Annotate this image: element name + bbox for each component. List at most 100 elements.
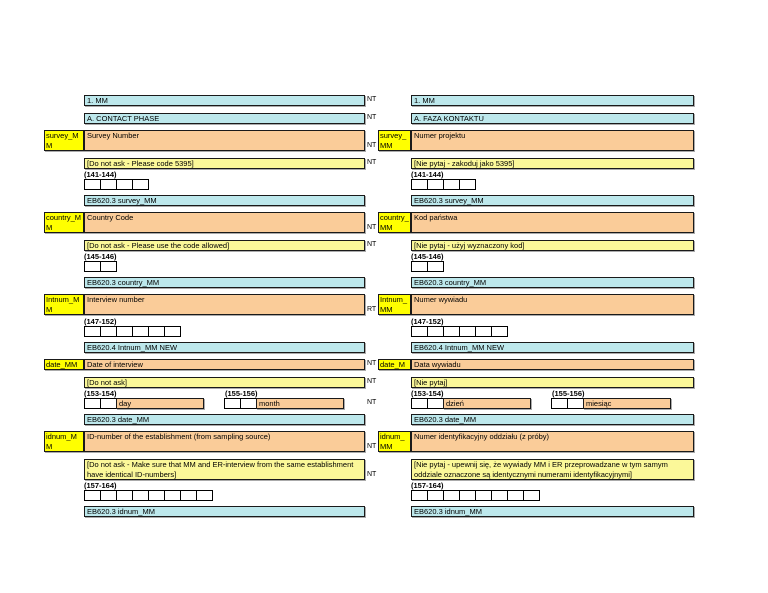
digit-box[interactable] [116,490,133,501]
digit-box[interactable] [411,261,428,272]
digit-box[interactable] [459,490,476,501]
digit-box[interactable] [491,490,508,501]
month-digit-boxes [224,398,257,409]
digit-box[interactable] [100,179,117,190]
month-columns-label: (155-156) [552,389,585,398]
question-text-en: ID-number of the establishment (from sam… [84,431,365,452]
result-variable-pl: EB620.3 country_MM [411,277,694,288]
spacer [204,398,224,409]
digit-box[interactable] [411,398,428,409]
day-digit-boxes [84,398,117,409]
question-text-pl: Data wywiadu [411,359,694,370]
digit-box[interactable] [148,326,165,337]
column-positions-label: (157-164) [84,481,117,490]
digit-boxes [411,326,694,337]
digit-box[interactable] [443,326,460,337]
digit-box[interactable] [132,326,149,337]
digit-box[interactable] [459,179,476,190]
digit-box[interactable] [427,326,444,337]
digit-box[interactable] [240,398,257,409]
interviewer-instruction-en: [Do not ask - Please code 5395] [84,158,365,169]
question-text-en: Survey Number [84,130,365,151]
digit-box[interactable] [100,326,117,337]
digit-box[interactable] [84,179,101,190]
digit-box[interactable] [164,326,181,337]
spacer [531,398,551,409]
digit-box[interactable] [443,179,460,190]
digit-box[interactable] [523,490,540,501]
column-positions-label: (141-144) [411,170,444,179]
country-boxes-row [44,261,768,272]
digit-box[interactable] [116,326,133,337]
digit-box[interactable] [427,261,444,272]
survey-boxes-row [44,179,768,190]
digit-box[interactable] [507,490,524,501]
digit-box[interactable] [459,326,476,337]
date-question-row: date_MM Date of interview NT date_MM Dat… [44,359,768,370]
digit-box[interactable] [475,490,492,501]
digit-box[interactable] [84,326,101,337]
survey-question-row: survey_MM Survey Number NT survey_MM Num… [44,130,768,151]
digit-box[interactable] [100,261,117,272]
result-variable-pl: EB620.4 Intnum_MM NEW [411,342,694,353]
month-digit-boxes [551,398,584,409]
section-title-pl: 1. MM [411,95,694,106]
variable-label: country_MM [44,212,84,233]
digit-box[interactable] [411,490,428,501]
digit-box[interactable] [116,179,133,190]
digit-box[interactable] [196,490,213,501]
column-positions-label: (153-154) (155-156) [411,389,694,398]
digit-box[interactable] [84,490,101,501]
question-text-pl: Kod państwa [411,212,694,233]
digit-box[interactable] [164,490,181,501]
digit-box[interactable] [180,490,197,501]
digit-box[interactable] [132,179,149,190]
translation-marker: NT [367,224,377,231]
result-variable-pl: EB620.3 date_MM [411,414,694,425]
digit-box[interactable] [443,490,460,501]
variable-label: survey_MM [378,130,411,151]
question-text-en: Interview number [84,294,365,315]
section-title-en: 1. MM [84,95,365,106]
digit-box[interactable] [427,179,444,190]
idnum-instruction-row: [Do not ask - Make sure that MM and ER-i… [44,459,768,480]
digit-boxes [411,261,694,272]
digit-boxes [84,326,365,337]
translation-marker: RT [367,306,377,313]
digit-box[interactable] [491,326,508,337]
digit-box[interactable] [100,398,117,409]
digit-box[interactable] [427,490,444,501]
interviewer-instruction-pl: [Nie pytaj - upewnij się, że wywiady MM … [411,459,694,480]
intro-row-2: A. CONTACT PHASE NT A. FAZA KONTAKTU [44,113,768,124]
digit-boxes [84,179,365,190]
digit-box[interactable] [551,398,568,409]
variable-label: country_MM [378,212,411,233]
digit-box[interactable] [84,261,101,272]
digit-box[interactable] [567,398,584,409]
intro-row-1: 1. MM NT 1. MM [44,95,768,106]
country-result-row: EB620.3 country_MM EB620.3 country_MM [44,277,768,288]
digit-box[interactable] [84,398,101,409]
date-boxes-row: day month NT dzień miesiąc [44,398,768,409]
digit-boxes [84,261,365,272]
digit-boxes [84,490,365,501]
column-positions-label: (147-152) [411,317,444,326]
day-digit-boxes [411,398,444,409]
digit-box[interactable] [411,179,428,190]
variable-label: idnum_MM [378,431,411,452]
digit-box[interactable] [100,490,117,501]
digit-box[interactable] [411,326,428,337]
digit-box[interactable] [148,490,165,501]
month-label-pl: miesiąc [583,398,671,409]
variable-label: Intnum_MM [378,294,411,315]
country-columns-row: (145-146) (145-146) [44,252,768,261]
digit-box[interactable] [427,398,444,409]
translation-marker: NT [367,241,377,248]
digit-box[interactable] [132,490,149,501]
section-title-en: A. CONTACT PHASE [84,113,365,124]
section-title-pl: A. FAZA KONTAKTU [411,113,694,124]
digit-box[interactable] [475,326,492,337]
variable-label: date_MM [378,359,411,370]
digit-box[interactable] [224,398,241,409]
